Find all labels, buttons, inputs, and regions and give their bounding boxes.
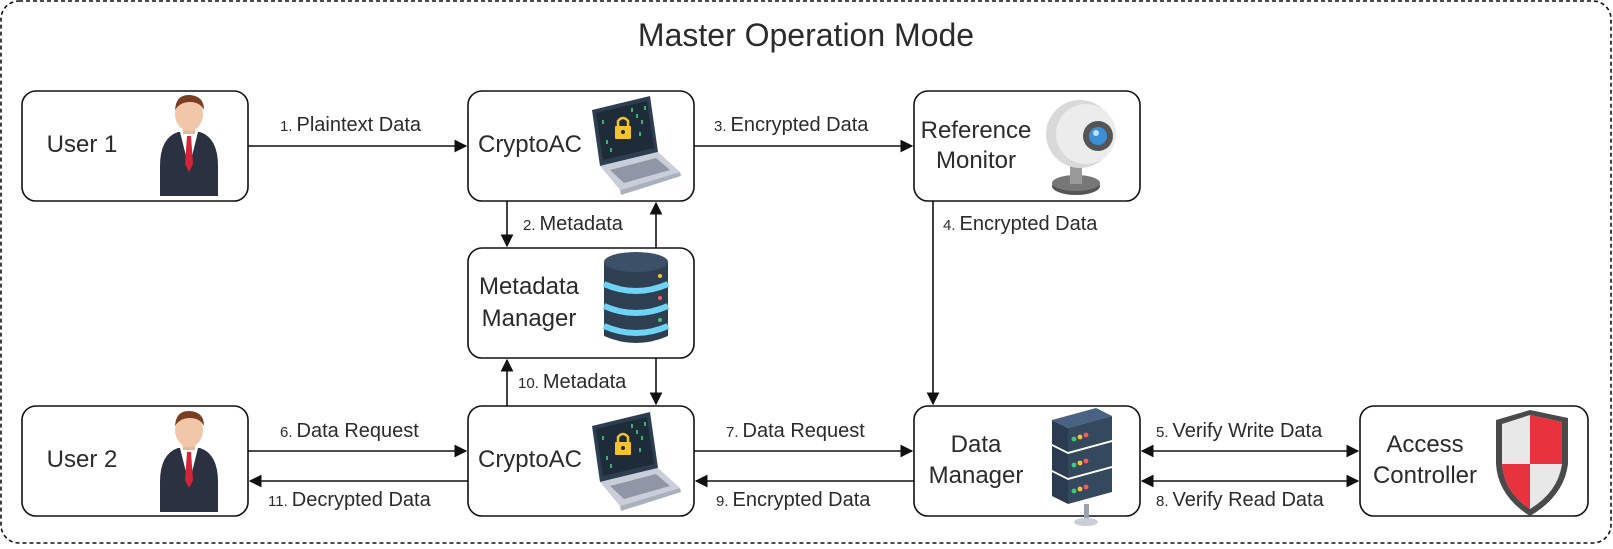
- node-label-line2: Monitor: [936, 147, 1016, 174]
- node-label-line1: Access: [1386, 431, 1463, 458]
- edge-4-label: 4.Encrypted Data: [943, 213, 1098, 235]
- edge-9-label: 9.Encrypted Data: [716, 489, 871, 511]
- node-data-manager: Data Manager: [913, 405, 1141, 526]
- node-label-line1: Data: [951, 431, 1002, 458]
- edge-5-num: 5.: [1156, 424, 1169, 441]
- node-label-line1: Reference: [921, 117, 1032, 144]
- edge-8-text: Verify Read Data: [1173, 489, 1325, 511]
- node-cryptoac-top: CryptoAC: [467, 90, 695, 202]
- edge-10-num: 10.: [518, 375, 539, 392]
- edge-9-text: Encrypted Data: [733, 489, 872, 511]
- node-label-line1: Metadata: [479, 273, 580, 300]
- edge-3-text: Encrypted Data: [731, 114, 870, 136]
- node-label: CryptoAC: [478, 131, 582, 158]
- edge-8-num: 8.: [1156, 493, 1169, 510]
- node-cryptoac-bottom: CryptoAC: [467, 405, 695, 517]
- edge-7-label: 7.Data Request: [726, 420, 865, 442]
- node-label: User 1: [47, 131, 118, 158]
- edge-11-text: Decrypted Data: [292, 489, 432, 511]
- edge-6-num: 6.: [280, 424, 293, 441]
- node-label-line2: Manager: [929, 462, 1024, 489]
- edge-10-text: Metadata: [543, 371, 627, 393]
- edge-11-num: 11.: [268, 493, 288, 510]
- edge-4-num: 4.: [943, 217, 956, 234]
- edge-2-text: Metadata: [540, 213, 624, 235]
- edge-6-label: 6.Data Request: [280, 420, 419, 442]
- edge-10-label: 10.Metadata: [518, 371, 627, 393]
- node-reference-monitor: Reference Monitor: [913, 90, 1141, 202]
- node-user-1: User 1: [21, 90, 249, 202]
- node-user-2: User 2: [21, 405, 249, 517]
- edge-2-label: 2.Metadata: [523, 213, 624, 235]
- edge-1-label: 1.Plaintext Data: [280, 114, 422, 136]
- edge-4-text: Encrypted Data: [960, 213, 1099, 235]
- edge-3-label: 3.Encrypted Data: [714, 114, 869, 136]
- edge-7-text: Data Request: [743, 420, 866, 442]
- edge-1-num: 1.: [280, 118, 293, 135]
- node-label: User 2: [47, 446, 118, 473]
- database-icon: [604, 252, 668, 343]
- edge-9-num: 9.: [716, 493, 729, 510]
- edge-2-num: 2.: [523, 217, 536, 234]
- edge-3-num: 3.: [714, 118, 727, 135]
- node-access-controller: Access Controller: [1359, 405, 1589, 517]
- edge-8-label: 8.Verify Read Data: [1156, 489, 1325, 511]
- node-label-line2: Manager: [482, 305, 577, 332]
- node-label-line2: Controller: [1373, 462, 1477, 489]
- edge-5-label: 5.Verify Write Data: [1156, 420, 1323, 442]
- edge-6-text: Data Request: [297, 420, 420, 442]
- edge-11-label: 11.Decrypted Data: [268, 489, 432, 511]
- edge-5-text: Verify Write Data: [1173, 420, 1324, 442]
- diagram-title: Master Operation Mode: [638, 17, 974, 53]
- edge-7-num: 7.: [726, 424, 739, 441]
- node-label: CryptoAC: [478, 446, 582, 473]
- node-metadata-manager: Metadata Manager: [467, 247, 695, 359]
- edge-1-text: Plaintext Data: [297, 114, 422, 136]
